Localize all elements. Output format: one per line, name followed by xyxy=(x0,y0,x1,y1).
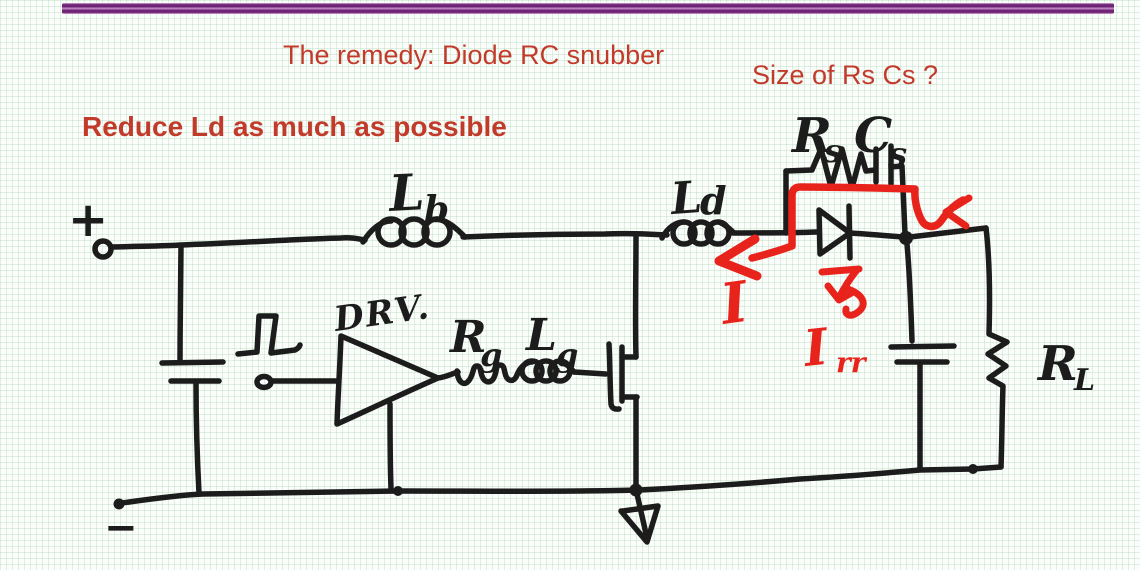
decorative-top-rule xyxy=(62,3,1114,14)
coil-loop xyxy=(533,358,559,384)
label-cs-main: C xyxy=(854,108,892,164)
coil-loop xyxy=(670,219,698,247)
pulse-waveform-symbol xyxy=(235,313,303,357)
top-rail-wire-right xyxy=(730,229,820,236)
circuit-ink: + − xyxy=(68,108,1095,551)
question-text: Size of Rs Cs ? xyxy=(752,60,939,90)
label-rs-sub: s xyxy=(823,132,842,170)
label-rl-main: R xyxy=(1036,336,1078,392)
label-drv: DRV. xyxy=(331,287,433,340)
coil-loop xyxy=(687,219,715,247)
label-ld-main: L xyxy=(667,172,703,225)
note-text: Reduce Ld as much as possible xyxy=(82,111,507,142)
gate-driver-triangle xyxy=(334,333,441,427)
freewheel-diode xyxy=(816,203,853,261)
coil-loop xyxy=(398,216,430,248)
label-lg-main: L xyxy=(524,310,557,361)
label-rg-sub: g xyxy=(480,336,502,374)
label-irr-main: I xyxy=(799,317,832,378)
ground-arrow-head xyxy=(618,503,661,545)
driver-return-wire xyxy=(387,401,394,492)
current-path-start-barb xyxy=(942,194,973,230)
red-annotations: I I rr xyxy=(714,183,973,379)
minus-terminal-label: − xyxy=(104,505,138,551)
label-ld-sub: d xyxy=(700,178,727,223)
inductor-ld xyxy=(659,219,736,247)
capacitor-bottom-wire xyxy=(193,380,202,496)
capacitor-top-wire xyxy=(904,241,915,344)
coil-loop xyxy=(519,358,545,384)
label-rl-sub: L xyxy=(1073,363,1095,398)
load-resistor-rl xyxy=(983,225,1010,470)
reverse-current-arrow-tail xyxy=(842,285,867,319)
current-path-arrow xyxy=(748,183,967,262)
capacitor-top-wire xyxy=(177,243,184,364)
capacitor-plate-top xyxy=(888,343,957,350)
label-rs-main: R xyxy=(790,108,832,164)
diode-triangle xyxy=(816,207,853,257)
cathode-wire xyxy=(847,230,905,240)
plus-terminal-node xyxy=(92,238,114,260)
inductor-lb xyxy=(360,216,468,248)
dc-link-capacitor xyxy=(159,243,226,496)
junction-dot xyxy=(968,464,978,474)
current-arrow-head xyxy=(714,234,762,281)
label-irr-sub: rr xyxy=(836,346,868,379)
top-rail-wire-mid xyxy=(460,230,670,240)
junction-dot xyxy=(393,486,403,496)
output-capacitor-branch xyxy=(888,241,957,471)
gate-resistor-rg xyxy=(454,362,520,387)
coil-loop xyxy=(375,216,407,248)
label-rg-main: R xyxy=(448,312,487,363)
label-cs-sub: s xyxy=(887,135,907,175)
reverse-current-arrow-shaft xyxy=(836,267,860,300)
top-rail-wire-left xyxy=(108,235,368,250)
gate-inductor-lg xyxy=(514,358,577,384)
label-lb-main: L xyxy=(386,162,426,223)
bottom-rail-wire xyxy=(119,464,1004,506)
gate-wire xyxy=(571,369,609,377)
load-resistor-branch xyxy=(983,225,1010,470)
rc-snubber xyxy=(783,143,908,237)
reverse-current-arrow-head xyxy=(824,282,857,304)
snubber-resistor-rs xyxy=(783,146,878,191)
ground-arrow xyxy=(618,491,661,545)
label-lg-sub: g xyxy=(556,336,578,374)
snubber-right-wire xyxy=(888,163,908,237)
mosfet-gate-bar xyxy=(606,341,622,412)
ground-arrow-shaft xyxy=(634,491,650,541)
label-current-i: I xyxy=(715,269,754,339)
mosfet-switch xyxy=(606,233,640,491)
minus-terminal-node xyxy=(113,498,125,510)
wire-to-load xyxy=(907,225,989,240)
slide-title: The remedy: Diode RC snubber xyxy=(283,40,665,70)
capacitor-plate-top xyxy=(159,359,226,366)
label-lb-sub: b xyxy=(424,189,449,231)
